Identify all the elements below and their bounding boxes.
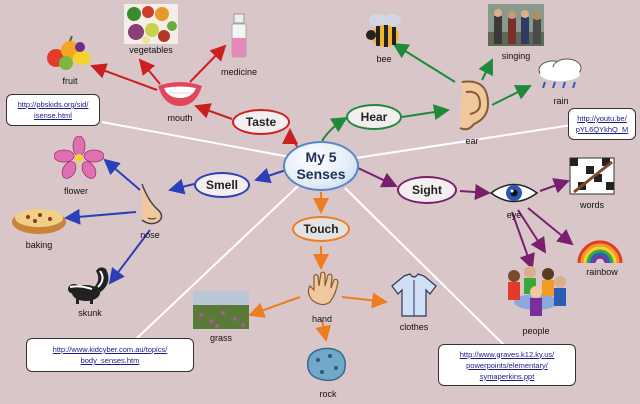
vegetables-label: vegetables	[129, 45, 173, 55]
people-label: people	[522, 326, 550, 336]
bee-label: bee	[376, 54, 392, 64]
vegetables-image	[124, 4, 178, 44]
fruit-image	[47, 36, 91, 70]
link-pbskids-line2[interactable]: isense.html	[34, 111, 72, 120]
center-node[interactable]: My 5 Senses	[283, 141, 359, 191]
link-youtu[interactable]: http://youtu.be/ pYL6QYkhQ_M	[568, 108, 636, 140]
grass-image	[193, 291, 249, 329]
center-title-line1: My 5	[305, 149, 337, 165]
skunk-label: skunk	[78, 308, 102, 318]
clothes-image	[391, 273, 437, 317]
link-youtu-line2[interactable]: pYL6QYkhQ_M	[575, 125, 629, 134]
sight-node[interactable]: Sight	[397, 176, 457, 204]
baking-image	[12, 209, 66, 234]
flower-image	[54, 136, 104, 179]
link-graves[interactable]: http://www.graves.k12.ky.us/ powerpoints…	[438, 344, 576, 386]
smell-label: Smell	[205, 178, 238, 192]
fruit-label: fruit	[62, 76, 78, 86]
link-pbskids-line1[interactable]: http://pbskids.org/sid/	[17, 100, 89, 109]
rainbow-image	[577, 240, 623, 264]
rock-image	[306, 347, 347, 382]
hear-node[interactable]: Hear	[346, 104, 402, 130]
words-image	[569, 157, 615, 195]
link-line-youtu	[355, 124, 573, 159]
touch-label: Touch	[303, 222, 339, 236]
baking-label: baking	[25, 240, 53, 250]
mouth-label: mouth	[167, 113, 193, 123]
link-line-graves	[344, 187, 506, 347]
hand-label: hand	[311, 314, 333, 324]
link-youtu-line1[interactable]: http://youtu.be/	[577, 114, 627, 123]
rain-image	[538, 58, 582, 89]
touch-arrows	[248, 192, 388, 342]
medicine-label: medicine	[220, 67, 258, 77]
hand-image	[307, 271, 339, 306]
nose-image	[141, 183, 163, 225]
mouth-image	[158, 82, 202, 106]
words-label: words	[579, 200, 605, 210]
rock-label: rock	[319, 389, 337, 399]
link-kidcyber-line2[interactable]: body_senses.htm	[80, 356, 140, 365]
medicine-image	[231, 13, 247, 58]
hear-label: Hear	[360, 110, 388, 124]
link-line-pbskids	[101, 121, 291, 158]
taste-label: Taste	[245, 115, 277, 129]
singing-label: singing	[501, 51, 531, 61]
rainbow-label: rainbow	[586, 267, 618, 277]
link-lines	[101, 121, 573, 347]
link-graves-line3[interactable]: symaperkins.ppt	[479, 371, 535, 381]
bee-image	[366, 14, 401, 47]
nose-label: nose	[140, 230, 160, 240]
link-kidcyber[interactable]: http://www.kidcyber.com.au/topics/ body_…	[26, 338, 194, 372]
smell-node[interactable]: Smell	[194, 172, 250, 198]
link-kidcyber-line1[interactable]: http://www.kidcyber.com.au/topics/	[52, 345, 168, 354]
center-title-line2: Senses	[296, 166, 346, 182]
link-pbskids[interactable]: http://pbskids.org/sid/ isense.html	[6, 94, 100, 126]
ear-label: ear	[465, 136, 479, 146]
eye-label: eye	[506, 210, 522, 220]
sight-arrows	[357, 167, 574, 270]
ear-image	[459, 80, 490, 131]
sight-label: Sight	[412, 183, 442, 197]
flower-label: flower	[63, 186, 89, 196]
taste-node[interactable]: Taste	[232, 109, 290, 135]
people-image	[508, 266, 566, 316]
grass-label: grass	[209, 333, 233, 343]
rain-label: rain	[553, 96, 569, 106]
link-graves-line2[interactable]: powerpoints/elementary/	[466, 360, 548, 370]
link-graves-line1[interactable]: http://www.graves.k12.ky.us/	[459, 349, 555, 359]
smell-arrows	[64, 158, 287, 285]
clothes-label: clothes	[399, 322, 429, 332]
hear-arrows	[321, 42, 532, 142]
eye-image	[489, 183, 539, 203]
skunk-image	[68, 267, 109, 304]
touch-node[interactable]: Touch	[292, 216, 350, 242]
singing-image	[488, 4, 544, 46]
link-line-kidcyber	[134, 185, 299, 341]
